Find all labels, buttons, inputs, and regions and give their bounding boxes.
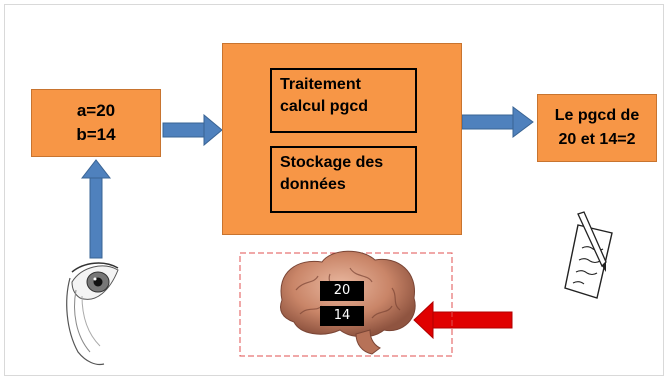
storage-box: Stockage des données — [270, 146, 417, 213]
memory-value-1: 20 — [320, 281, 364, 301]
arrow-input-to-process — [162, 113, 223, 147]
arrow-process-to-output — [461, 106, 534, 138]
input-box: a=20 b=14 — [31, 89, 161, 157]
eye-icon — [66, 262, 119, 366]
treatment-line-1: Traitement — [280, 76, 361, 93]
memory-frame — [239, 252, 453, 357]
diagram-frame — [4, 4, 664, 376]
output-line-1: Le pgcd de — [554, 107, 640, 124]
treatment-box: Traitement calcul pgcd — [270, 68, 417, 133]
storage-line-2: données — [280, 176, 346, 193]
notepad-pencil-icon — [564, 211, 613, 299]
treatment-line-2: calcul pgcd — [280, 98, 369, 115]
input-b-label: b=14 — [76, 125, 116, 144]
storage-line-1: Stockage des — [280, 154, 384, 171]
output-line-2: 20 et 14=2 — [558, 131, 636, 148]
input-a-label: a=20 — [76, 101, 116, 120]
output-box: Le pgcd de 20 et 14=2 — [537, 94, 657, 162]
memory-value-2: 14 — [320, 306, 364, 326]
arrow-to-memory — [413, 300, 513, 340]
arrow-eye-to-input — [80, 159, 112, 259]
brain-icon — [280, 250, 416, 355]
